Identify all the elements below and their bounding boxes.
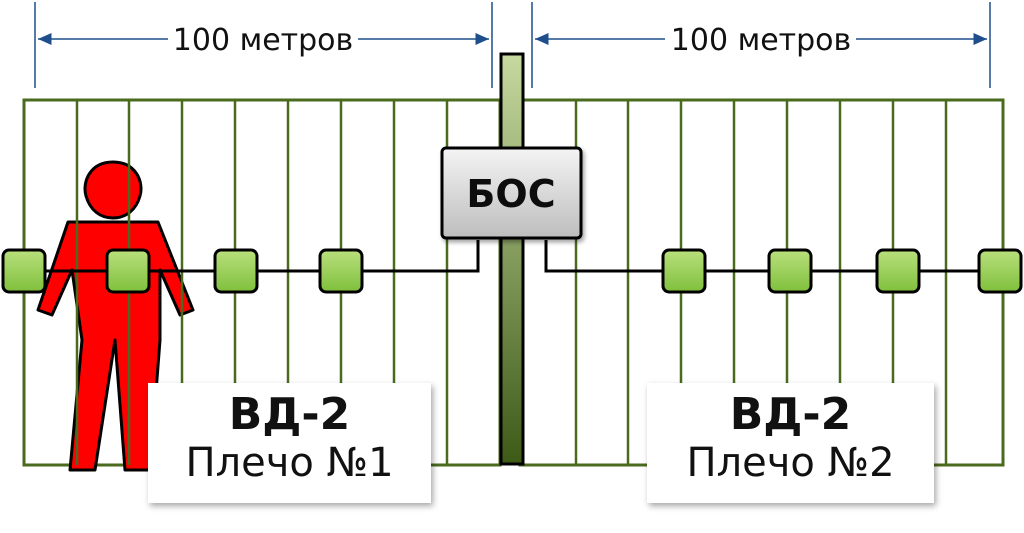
dimension-right: 100 метров — [531, 2, 991, 88]
sensor-node-icon — [977, 248, 1023, 294]
zone-arm-left: Плечо №1 — [185, 440, 394, 486]
sensor-node-icon — [875, 248, 921, 294]
sensor-cable-left — [25, 240, 480, 273]
zone-arm-right: Плечо №2 — [686, 440, 895, 486]
zone-label-right: ВД-2 Плечо №2 — [647, 383, 934, 503]
sensor-cable-right — [544, 240, 1000, 273]
sensor-node-icon — [661, 248, 707, 294]
sensor-node-icon — [1, 248, 47, 294]
sensor-node-icon — [767, 248, 813, 294]
zone-label-left: ВД-2 Плечо №1 — [148, 383, 431, 503]
controller-label: БОС — [466, 172, 555, 216]
sensor-nodes — [1, 248, 1023, 294]
dimension-left: 100 метров — [34, 2, 493, 88]
zone-id-left: ВД-2 — [228, 389, 351, 440]
central-post — [499, 52, 525, 466]
zone-id-right: ВД-2 — [729, 389, 852, 440]
sensor-node-icon — [213, 248, 259, 294]
distance-label-right: 100 метров — [671, 23, 851, 58]
sensor-node-icon — [105, 248, 151, 294]
controller-box[interactable]: БОС — [440, 146, 583, 240]
sensor-node-icon — [318, 248, 364, 294]
distance-label-left: 100 метров — [173, 23, 353, 58]
